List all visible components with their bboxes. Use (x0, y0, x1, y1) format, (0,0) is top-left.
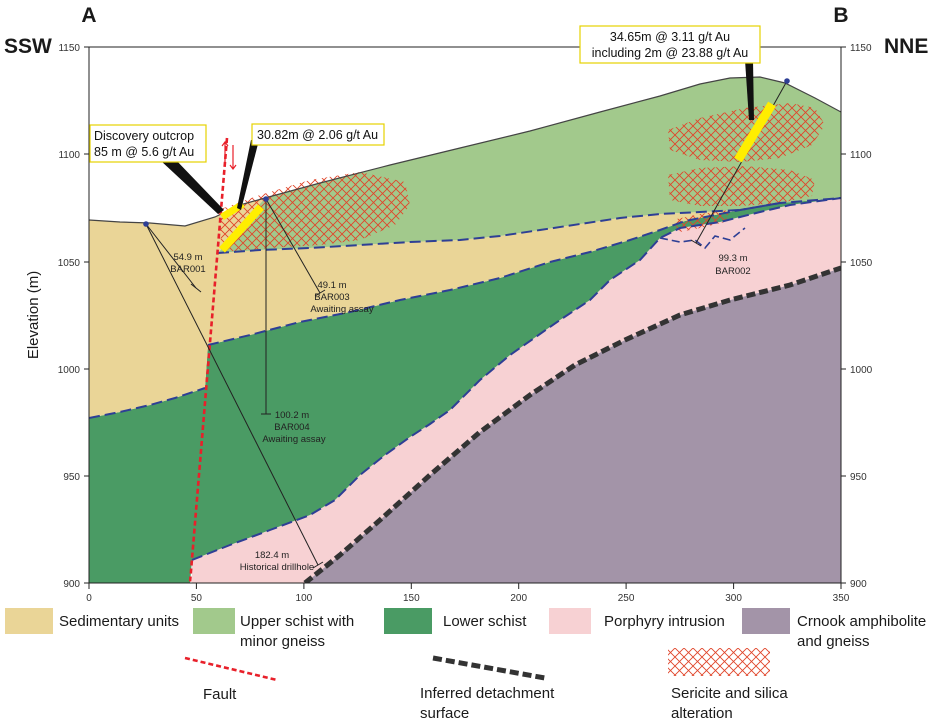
bar002-depth: 99.3 m (718, 253, 747, 264)
x-tick-label: 50 (191, 593, 203, 604)
callout-bar003-text: 30.82m @ 2.06 g/t Au (257, 128, 378, 142)
plot-frame (88, 46, 842, 584)
collar-bar001 (143, 221, 149, 227)
legend-swatch-lower-schist (384, 608, 432, 634)
direction-ssw: SSW (4, 35, 52, 58)
y-axis-ticks (84, 46, 846, 584)
bar002-name: BAR002 (715, 266, 750, 277)
drillhole-historical (145, 223, 319, 566)
topographic-surface (89, 76, 841, 227)
y-tick-label-right: 1150 (850, 43, 872, 54)
callout-box-discovery (89, 124, 207, 163)
x-axis-ticks (88, 583, 842, 589)
y-tick-label-right: 1050 (850, 258, 873, 269)
legend-label-detachment-2: surface (420, 705, 469, 722)
y-tick-label-left: 1100 (58, 150, 80, 161)
y-tick-label-right: 1100 (850, 150, 872, 161)
legend-swatch-alteration (668, 648, 770, 676)
bar001-name: BAR001 (170, 264, 205, 275)
legend-label-sedimentary: Sedimentary units (59, 613, 179, 630)
drillhole-bar003 (265, 198, 321, 294)
y-tick-label-left: 900 (63, 579, 80, 590)
callout-box-bar003 (251, 123, 385, 146)
contact-sed-lower (89, 202, 781, 419)
intercept-bar003 (219, 204, 264, 253)
x-tick-label: 200 (510, 593, 527, 604)
y-tick-label-right: 1000 (850, 365, 873, 376)
legend-swatch-sedimentary (5, 608, 53, 634)
fault-line (188, 137, 229, 583)
historical-depth: 182.4 m (255, 550, 289, 561)
x-tick-label: 250 (618, 593, 635, 604)
legend: Sedimentary units Upper schist with mino… (5, 608, 926, 722)
section-end-b: B (833, 4, 848, 27)
legend-label-lower-schist: Lower schist (443, 613, 527, 630)
direction-nne: NNE (884, 35, 928, 58)
x-tick-label: 350 (833, 593, 850, 604)
x-tick-label: 300 (725, 593, 742, 604)
y-tick-label-right: 900 (850, 579, 867, 590)
x-tick-label: 0 (86, 593, 92, 604)
legend-label-alteration-1: Sericite and silica (671, 685, 788, 702)
legend-symbol-detachment (432, 655, 546, 681)
contact-sed-upper (217, 197, 841, 254)
porphyry-intrusion-unit (192, 198, 841, 583)
historical-name: Historical drillhole (240, 562, 314, 573)
legend-label-alteration-2: alteration (671, 705, 733, 722)
alteration-zone-east-sliver (672, 210, 730, 232)
callout-discovery-line1: Discovery outcrop (94, 129, 194, 143)
callout-box-bar002 (579, 25, 761, 64)
collar-bar002 (784, 78, 790, 84)
legend-label-upper-schist-1: Upper schist with (240, 613, 354, 630)
y-tick-label-left: 1150 (58, 43, 80, 54)
legend-symbol-fault (184, 656, 278, 682)
drillhole-bar001 (145, 223, 197, 289)
lower-schist-unit (89, 198, 841, 583)
y-axis-title: Elevation (m) (25, 271, 42, 359)
legend-swatch-crnook (742, 608, 790, 634)
contact-lower-porphyry (191, 197, 841, 561)
contact-east-pocket (659, 227, 746, 250)
legend-label-porphyry: Porphyry intrusion (604, 613, 725, 630)
callout-pointer-discovery (160, 158, 224, 214)
bar004-status: Awaiting assay (262, 434, 325, 445)
legend-label-fault: Fault (203, 686, 237, 703)
legend-label-crnook-2: and gneiss (797, 633, 870, 650)
detachment-surface-line (303, 265, 841, 583)
bar003-name: BAR003 (314, 292, 349, 303)
bar001-depth: 54.9 m (173, 252, 202, 263)
bar004-depth: 100.2 m (275, 410, 309, 421)
callout-bar002-line2: including 2m @ 23.88 g/t Au (592, 46, 749, 60)
x-tick-label: 100 (296, 593, 313, 604)
sedimentary-unit (89, 198, 780, 418)
callout-bar002-line1: 34.65m @ 3.11 g/t Au (610, 30, 730, 44)
crnook-amphibolite-unit (305, 268, 841, 583)
intercept-bar002 (734, 101, 776, 163)
legend-swatch-upper-schist (193, 608, 235, 634)
legend-label-crnook-1: Crnook amphibolite (797, 613, 926, 630)
collar-bar003 (263, 196, 269, 202)
bar003-status: Awaiting assay (310, 304, 373, 315)
alteration-zone-east-upper (668, 103, 825, 162)
fault-displacement-icon (221, 141, 237, 170)
bar003-depth: 49.1 m (317, 280, 346, 291)
legend-label-upper-schist-2: minor gneiss (240, 633, 325, 650)
section-end-a: A (81, 4, 96, 27)
y-tick-label-left: 1050 (58, 258, 81, 269)
y-tick-label-right: 950 (850, 472, 867, 483)
legend-swatch-porphyry (549, 608, 591, 634)
callout-discovery-line2: 85 m @ 5.6 g/t Au (94, 145, 194, 159)
legend-label-detachment-1: Inferred detachment (420, 685, 555, 702)
callout-pointer-bar002 (745, 60, 754, 120)
callout-pointer-bar003 (237, 140, 259, 210)
alteration-zone-east-lower (668, 166, 815, 206)
bar004-name: BAR004 (274, 422, 309, 433)
x-tick-label: 150 (403, 593, 420, 604)
y-tick-label-left: 1000 (58, 365, 81, 376)
y-tick-label-left: 950 (63, 472, 80, 483)
